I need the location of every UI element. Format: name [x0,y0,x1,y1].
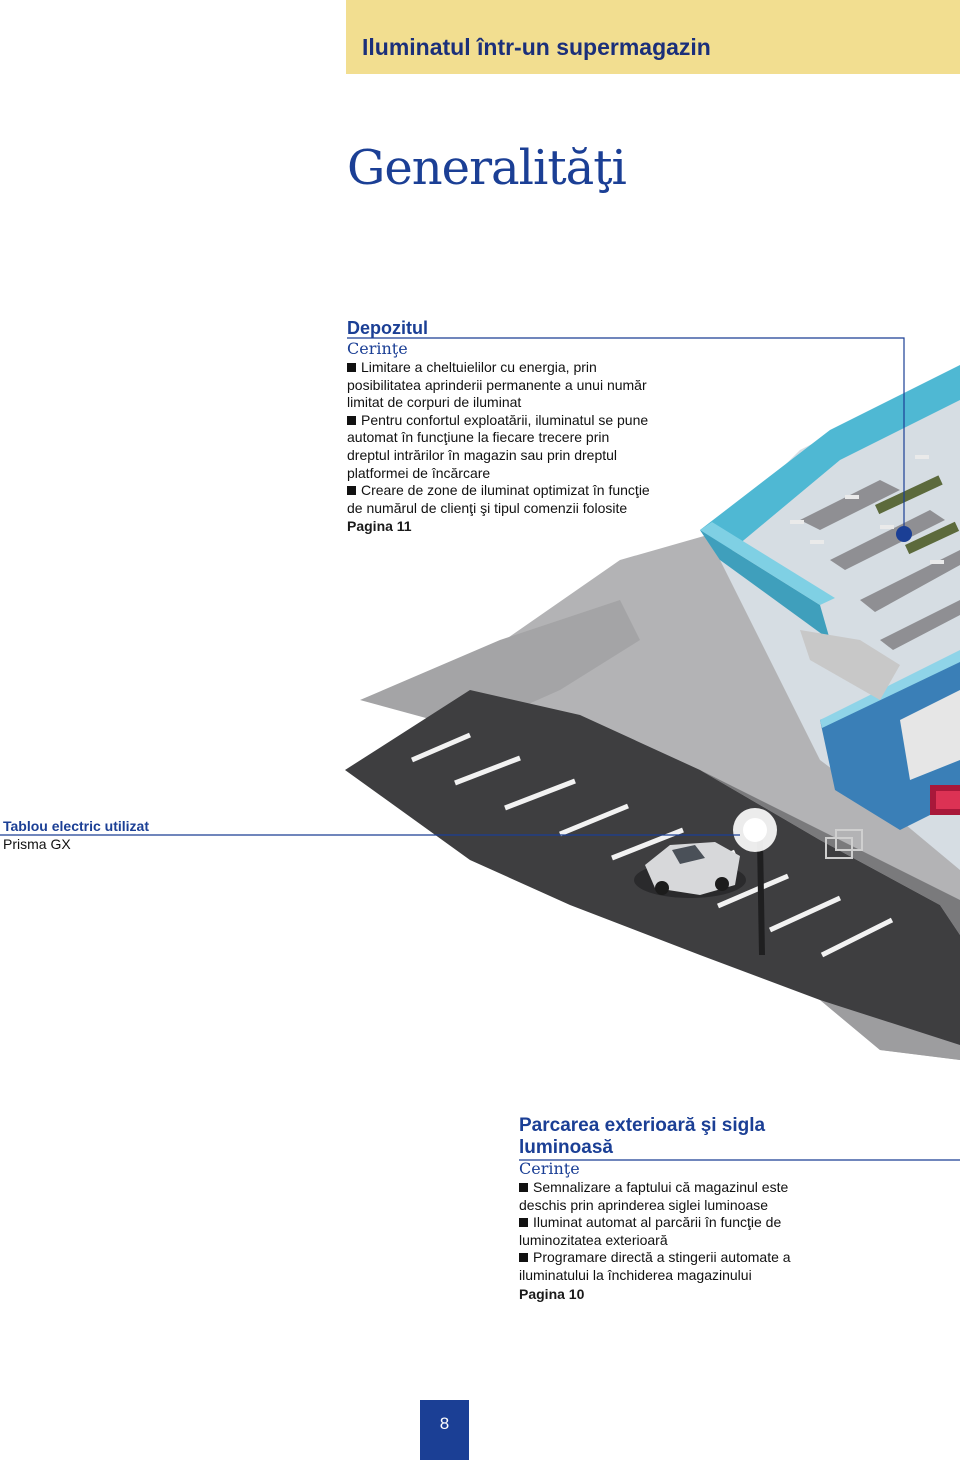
depozitul-line-2: posibilitatea aprinderii permanente a un… [347,376,647,393]
checkout-area [900,690,960,780]
bullet-icon [519,1183,528,1192]
shelves [800,475,960,650]
parcarea-line-6: iluminatului la închiderea magazinului [519,1266,752,1283]
depozitul-text: Limitare a cheltuielilor cu energia, pri… [347,359,687,517]
ceiling-lights [790,455,944,564]
depozitul-line-5: automat în funcţiune la fiecare trecere … [347,429,610,446]
depozitul-line-4: Pentru confortul exploatării, iluminatul… [347,412,687,430]
header-title: Iluminatul într-un supermagazin [362,34,711,60]
parcarea-block: Parcarea exterioară şi sigla luminoasă C… [519,1115,829,1303]
parcarea-title-line-1: Parcarea exterioară şi sigla [519,1115,766,1136]
shopping-carts [825,829,863,859]
depozitul-requirements-label: Cerinţe [347,339,408,358]
depozitul-line-9: de numărul de clienţi şi tipul comenzii … [347,499,628,516]
callout-dot [896,526,912,542]
curb-strip [820,1000,960,1060]
depozitul-line-3: limitat de corpuri de iluminat [347,394,522,411]
entrance-block [800,630,900,700]
parcarea-page-ref: Pagina 10 [519,1285,585,1302]
depozitul-line-1: Limitare a cheltuielilor cu energia, pri… [347,359,687,377]
tablou-block: Tablou electric utilizat Prisma GX [3,817,149,853]
depozitul-block: Depozitul Cerinţe Limitare a cheltuielil… [347,317,687,535]
parcarea-text: Semnalizare a faptului că magazinul este… [519,1179,829,1285]
tablou-value: Prisma GX [3,836,71,852]
page-number: 8 [420,1400,469,1460]
car [634,842,746,898]
depozitul-line-8: Creare de zone de iluminat optimizat în … [347,482,687,500]
lamp-post [733,808,777,956]
depozitul-line-6: dreptul intrărilor în magazin sau prin d… [347,446,618,463]
section-title: Generalităţi [347,140,627,196]
bullet-icon [519,1218,528,1228]
parcarea-line-2: deschis prin aprinderea siglei luminoase [519,1196,769,1213]
sidewalk [360,600,640,730]
store-wall-left [700,530,830,640]
callout-lines [0,337,960,1161]
tablou-title: Tablou electric utilizat [3,818,149,834]
header-band [346,0,960,74]
parcarea-line-1: Semnalizare a faptului că magazinul este [519,1179,829,1197]
depozitul-title: Depozitul [347,318,428,338]
parcarea-line-3: Iluminat automat al parcării în funcţie … [519,1214,829,1232]
parcarea-line-5: Programare directă a stingerii automate … [519,1249,829,1267]
parcarea-line-4: luminozitatea exterioară [519,1231,668,1248]
store-wall-front-top [820,650,960,728]
parcarea-title: Parcarea exterioară şi sigla luminoasă [519,1115,829,1159]
sign-glow [936,791,960,809]
parcarea-title-line-2: luminoasă [519,1137,613,1158]
depozitul-line-7: platformei de încărcare [347,464,491,481]
store-wall-front [820,660,960,830]
store-wall-back [700,365,960,560]
store-wall-left-top [700,522,835,605]
bullet-icon [347,486,356,496]
depozitul-page-ref: Pagina 11 [347,518,412,535]
bullet-icon [347,363,356,372]
parcarea-requirements-label: Cerinţe [519,1159,580,1178]
bullet-icon [347,415,356,425]
bullet-icon [519,1253,528,1263]
